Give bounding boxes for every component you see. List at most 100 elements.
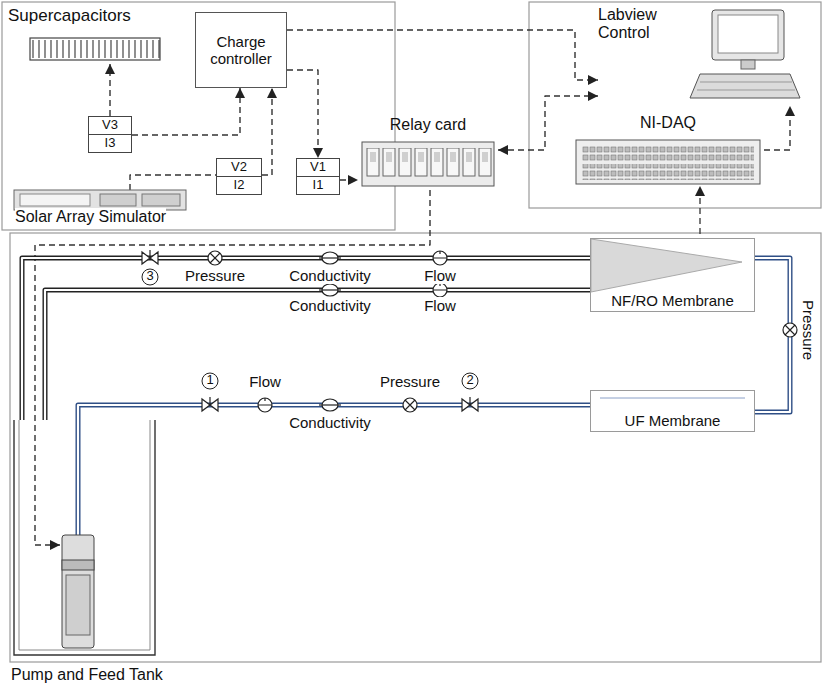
daq-board (582, 164, 754, 180)
node-label: Labview Control (598, 6, 698, 43)
callout-circle (142, 269, 158, 285)
flow-meter (258, 398, 272, 412)
membrane-box: UF Membrane (590, 390, 755, 432)
signal-connector (130, 175, 216, 190)
node-label: NF/RO Membrane (611, 292, 734, 309)
computer-icon (700, 82, 792, 83)
computer-icon (690, 74, 800, 98)
component-heading: Relay card (358, 116, 498, 190)
supercapacitor-bank (30, 38, 160, 60)
component-heading: Pump and Feed Tank (8, 420, 198, 686)
feed-tank (19, 420, 150, 650)
meter-reading: I2 (217, 177, 261, 194)
callout-number: 3 (146, 269, 153, 284)
flow-meter (258, 398, 272, 405)
component-heading: NI-DAQ (572, 114, 764, 188)
callout-number: 1 (206, 373, 213, 388)
pressure-gauge (405, 400, 415, 410)
submersible-pump (66, 575, 90, 635)
flow-meter (258, 251, 447, 412)
signal-connector (35, 190, 430, 545)
relay-card-board (362, 142, 494, 186)
pressure-gauge (210, 253, 220, 263)
daq-signal-line (700, 186, 701, 234)
component-heading: Supercapacitors (8, 6, 173, 64)
sensor-label: Conductivity (288, 414, 372, 431)
meter-box: V3I3 (88, 116, 132, 153)
callout-circle (462, 373, 478, 389)
water-pipe (22, 258, 590, 420)
meter-reading: V1 (297, 159, 339, 177)
daq-board (576, 140, 760, 184)
membrane-element (591, 239, 742, 292)
solar-simulator-rack (20, 194, 90, 206)
solar-simulator-rack (142, 194, 180, 206)
valve-symbol (469, 397, 470, 405)
panel-frame (10, 233, 821, 662)
panel-frame (2, 2, 395, 230)
signal-connector (764, 106, 790, 150)
valve-symbol (142, 250, 478, 411)
submersible-pump (62, 560, 94, 570)
flow-meter (433, 251, 447, 258)
flow-meter (433, 251, 447, 265)
meter-reading: I3 (89, 135, 131, 152)
daq-board (582, 146, 754, 162)
signal-connector (262, 88, 272, 175)
water-pipe (45, 290, 590, 420)
signal-connector (132, 88, 240, 135)
callout-circle (202, 373, 218, 389)
feed-tank (14, 420, 155, 655)
node-label: Charge controller (202, 33, 280, 68)
relay-card-board (366, 148, 494, 178)
callout-circle (142, 269, 478, 389)
signal-connector (109, 64, 110, 116)
submersible-pump (62, 535, 94, 648)
process-box: Charge controller (195, 12, 287, 88)
pressure-gauge (403, 398, 417, 412)
sensor-label: Pressure (184, 267, 246, 284)
water-pipe (22, 258, 590, 420)
signal-connector (287, 70, 318, 158)
sensor-label: Pressure (799, 299, 816, 361)
node-label: NI-DAQ (640, 114, 696, 132)
valve-symbol (149, 250, 150, 258)
water-pipe (45, 290, 590, 420)
meter-reading: I1 (297, 177, 339, 194)
pressure-gauge (208, 251, 222, 265)
daq-board (576, 140, 760, 184)
daq-signal-line (699, 186, 700, 234)
solar-simulator-rack (100, 194, 136, 206)
sensor-label: Conductivity (288, 297, 372, 314)
conductivity-sensor (319, 289, 341, 290)
computer-icon (712, 10, 784, 60)
sensor-label: Flow (248, 373, 282, 390)
meter-box: V1I1 (296, 158, 340, 195)
pressure-gauge (783, 323, 797, 337)
flow-meter (433, 283, 447, 297)
computer-icon (690, 10, 800, 98)
panel-frame (2, 2, 821, 662)
relay-card-board (362, 142, 494, 186)
component-heading: Labview Control (598, 6, 813, 106)
meter-box: V2I2 (216, 158, 262, 195)
meter-reading: V3 (89, 117, 131, 135)
submersible-pump (62, 535, 94, 648)
membrane-element (600, 398, 745, 399)
node-label: UF Membrane (625, 412, 721, 429)
sensor-label: Conductivity (288, 267, 372, 284)
water-pipe (45, 290, 590, 420)
conductivity-sensor (319, 404, 341, 405)
pressure-gauge (785, 325, 795, 335)
component-heading: Solar Array Simulator (12, 190, 190, 228)
conductivity-sensor (319, 257, 341, 258)
supercapacitor-bank (30, 38, 160, 60)
node-label: Pump and Feed Tank (11, 666, 163, 684)
computer-icon (741, 60, 755, 69)
node-label: Supercapacitors (8, 6, 131, 26)
supercapacitor-bank (30, 38, 160, 60)
node-label: Relay card (390, 116, 466, 134)
